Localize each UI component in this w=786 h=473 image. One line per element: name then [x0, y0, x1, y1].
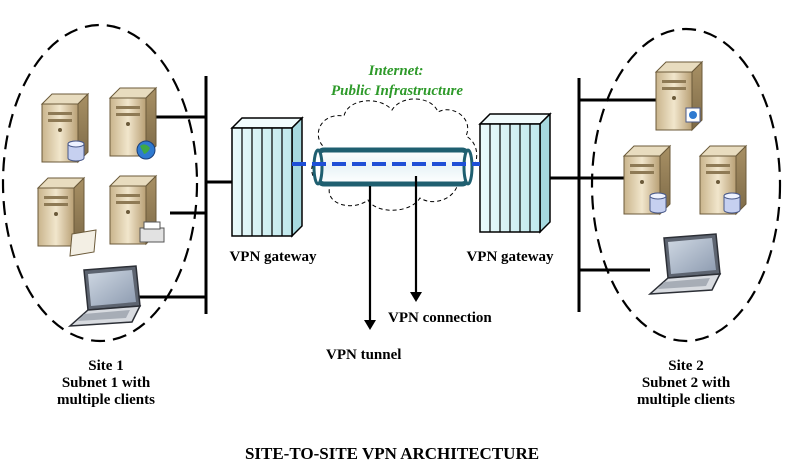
site2-name: Site 2 [668, 358, 704, 374]
right-gateway-label: VPN gateway [466, 249, 554, 265]
site2-server-db-icon [623, 145, 671, 215]
site1-laptop-icon [69, 265, 141, 327]
site2-laptop-icon [649, 233, 721, 295]
vpn-tunnel-pipe [312, 147, 474, 187]
site2-caption: Site 2 Subnet 2 with multiple clients [637, 358, 735, 409]
site1-subnet: Subnet 1 with [61, 375, 151, 391]
vpn-connection-label: VPN connection [388, 310, 492, 326]
site2-lan [550, 78, 660, 312]
site1-name: Site 1 [88, 358, 124, 374]
site1-caption: Site 1 Subnet 1 with multiple clients [57, 358, 155, 409]
site2-server-db-icon [699, 145, 747, 215]
site1-server-globe-icon [109, 87, 157, 160]
site2-boundary [590, 27, 782, 343]
site2-workstation-icon [655, 61, 703, 131]
pointer-arrows [364, 176, 422, 330]
site1-server-db-icon [41, 93, 89, 163]
diagram-title: SITE-TO-SITE VPN ARCHITECTURE [244, 444, 540, 463]
right-gateway-icon [478, 112, 552, 234]
site2-clients: multiple clients [637, 392, 735, 408]
left-gateway-icon [230, 116, 304, 238]
site1-boundary [1, 23, 199, 343]
public-infrastructure-label: Public Infrastructure [330, 83, 464, 99]
site1-desktop-icon [37, 177, 97, 257]
site1-clients: multiple clients [57, 392, 155, 408]
internet-label: Internet: [368, 63, 424, 79]
site1-lan [138, 76, 232, 314]
left-gateway-label: VPN gateway [229, 249, 317, 265]
vpn-tunnel-label: VPN tunnel [326, 347, 402, 363]
site2-subnet: Subnet 2 with [641, 375, 731, 391]
site1-printer-server-icon [109, 175, 165, 245]
